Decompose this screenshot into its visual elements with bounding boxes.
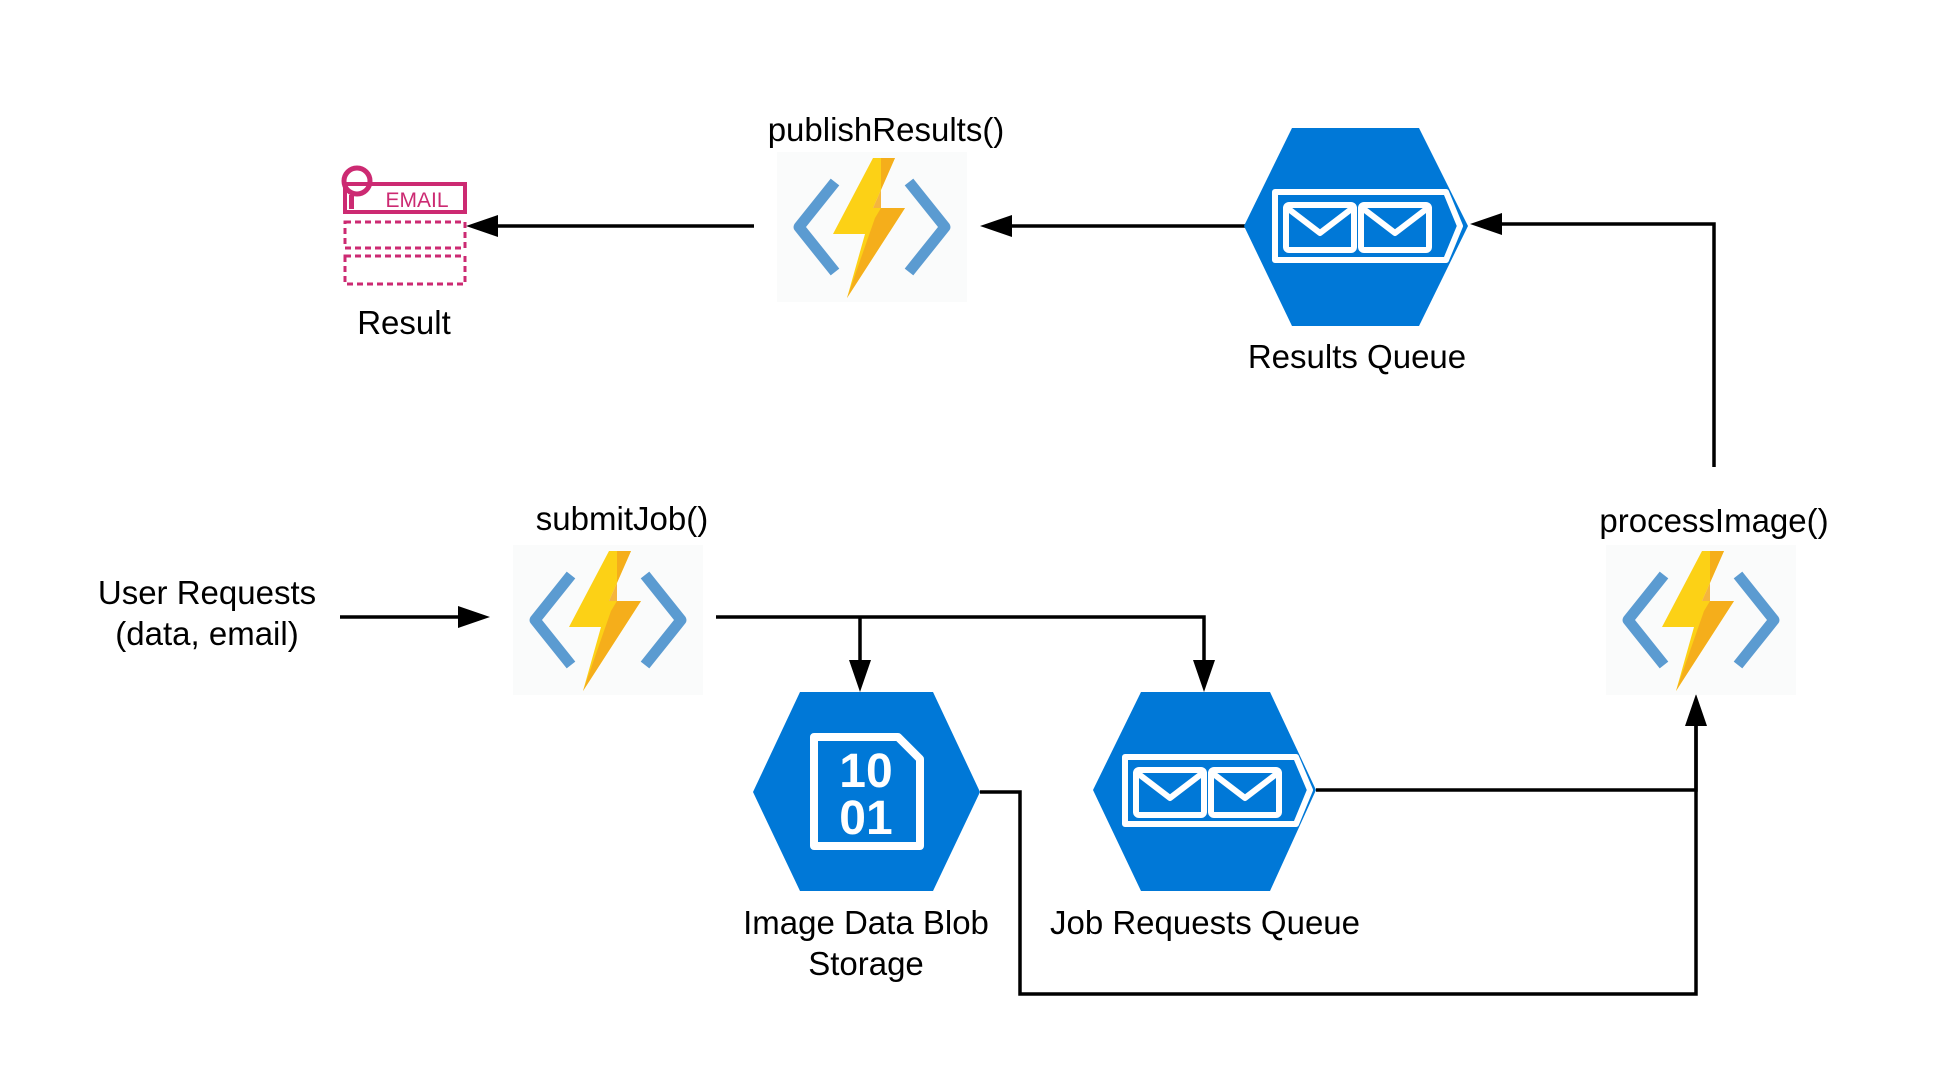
azure-function-icon bbox=[777, 152, 967, 302]
arrowhead bbox=[1685, 694, 1707, 726]
azure-function-icon bbox=[513, 545, 703, 695]
blob-storage-label-line1: Image Data Blob bbox=[743, 904, 989, 941]
edge-jobqueue-to-processimage bbox=[1316, 722, 1698, 792]
blob-storage-label-line2: Storage bbox=[808, 945, 924, 982]
binary-row-2: 01 bbox=[839, 792, 892, 845]
result-label: Result bbox=[357, 304, 451, 341]
user-requests-label-line2: (data, email) bbox=[115, 615, 298, 652]
arrowhead bbox=[458, 606, 490, 628]
user-requests-node: User Requests (data, email) bbox=[98, 574, 316, 652]
process-image-label: processImage() bbox=[1599, 502, 1828, 539]
process-image-node: processImage() bbox=[1599, 502, 1829, 695]
results-queue-label: Results Queue bbox=[1248, 338, 1466, 375]
blob-storage-node: 10 01 Image Data Blob Storage bbox=[743, 692, 989, 982]
edges bbox=[340, 213, 1716, 996]
edge-submitjob-to-jobqueue bbox=[716, 615, 1206, 664]
envelope-glyph bbox=[1122, 754, 1313, 827]
result-node: EMAIL Result bbox=[341, 165, 467, 341]
arrowhead bbox=[980, 215, 1012, 237]
envelope-glyph bbox=[1272, 189, 1463, 263]
arrowhead bbox=[466, 215, 498, 237]
email-icon: EMAIL bbox=[341, 165, 467, 286]
user-requests-label-line1: User Requests bbox=[98, 574, 316, 611]
submit-job-node: submitJob() bbox=[513, 500, 708, 695]
arrowhead bbox=[1470, 213, 1502, 235]
azure-function-icon bbox=[1606, 545, 1796, 695]
binary-file-glyph: 10 01 bbox=[810, 733, 924, 850]
results-queue-node: Results Queue bbox=[1244, 128, 1468, 375]
binary-row-1: 10 bbox=[839, 745, 892, 798]
publish-results-node: publishResults() bbox=[768, 111, 1005, 302]
submit-job-label: submitJob() bbox=[536, 500, 708, 537]
job-queue-label: Job Requests Queue bbox=[1050, 904, 1360, 941]
edge-blob-to-processimage bbox=[980, 722, 1698, 996]
publish-results-label: publishResults() bbox=[768, 111, 1005, 148]
arrowhead bbox=[849, 660, 871, 692]
edge-processimage-to-resultsqueue bbox=[1498, 222, 1716, 467]
arrowhead bbox=[1193, 660, 1215, 692]
email-badge-text: EMAIL bbox=[385, 189, 448, 212]
job-queue-node: Job Requests Queue bbox=[1050, 692, 1360, 941]
